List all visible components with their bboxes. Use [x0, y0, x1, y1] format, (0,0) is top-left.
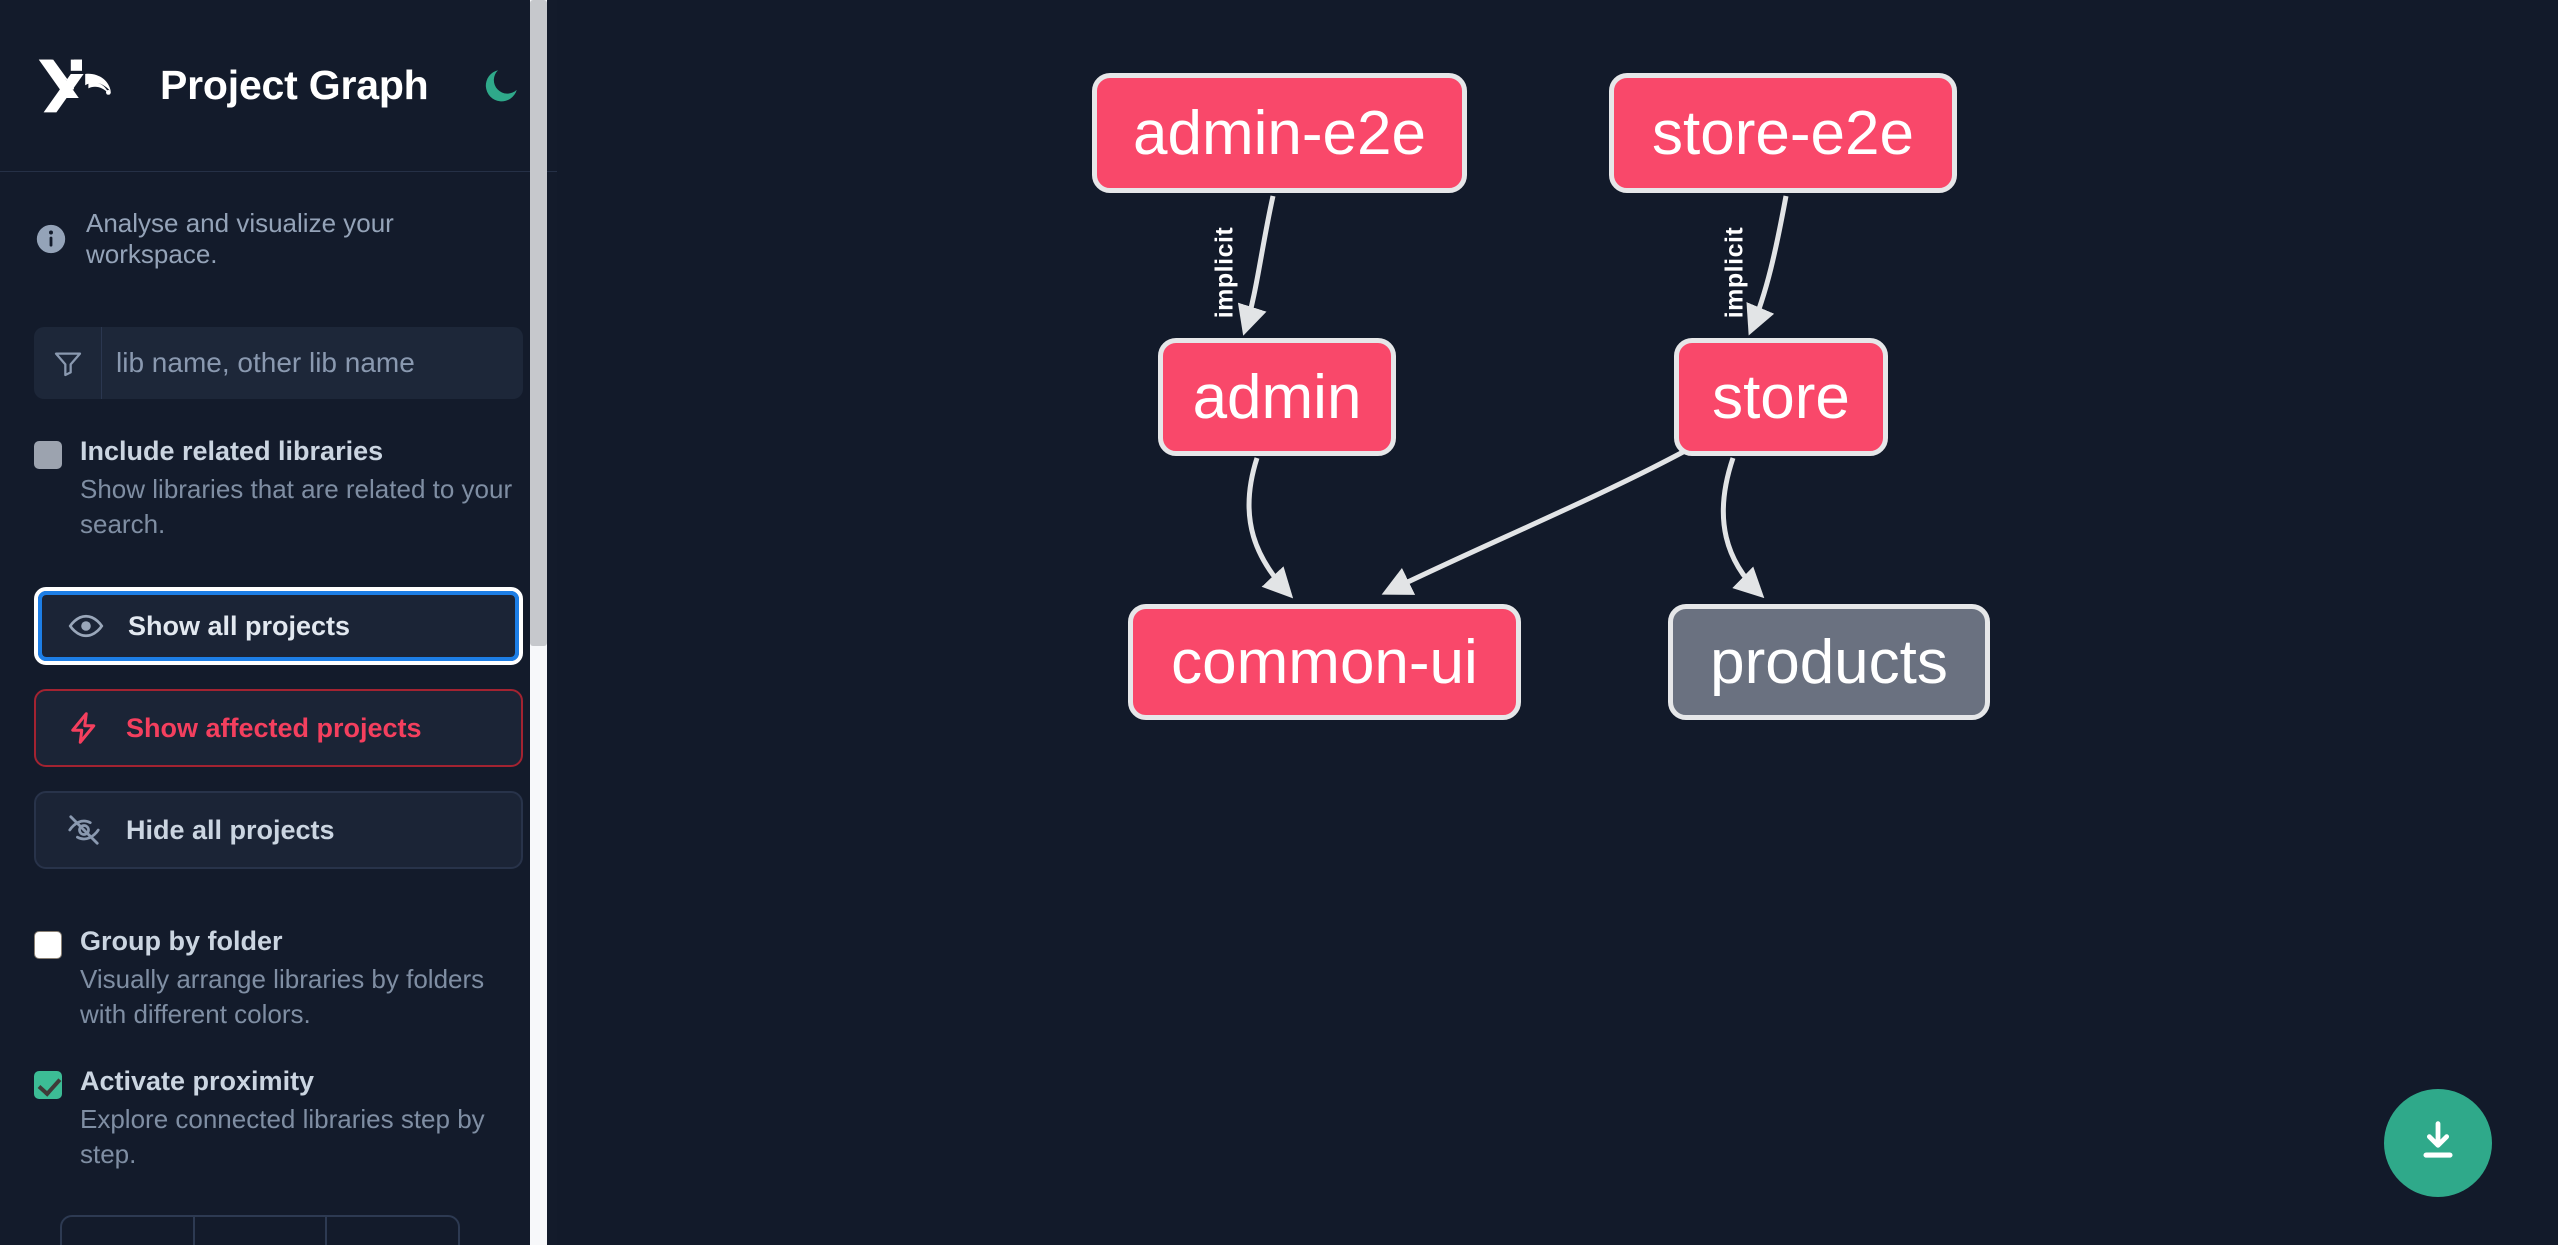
- graph-node-label: products: [1710, 627, 1948, 697]
- nx-logo-icon: [34, 50, 130, 122]
- option-description: Visually arrange libraries by folders wi…: [80, 964, 485, 1029]
- eye-off-icon: [64, 810, 104, 850]
- show-all-projects-button[interactable]: Show all projects: [34, 587, 523, 666]
- proximity-stepper-segment[interactable]: [62, 1217, 195, 1245]
- option-text-group: Group by folder Visually arrange librari…: [80, 925, 523, 1031]
- graph-node-store[interactable]: store: [1674, 338, 1888, 456]
- edge-admin-common-ui: [1246, 457, 1294, 599]
- option-text-group: Include related libraries Show libraries…: [80, 435, 523, 541]
- graph-edges: [1237, 195, 1789, 599]
- sidebar-header: Project Graph: [0, 0, 557, 172]
- app-title: Project Graph: [160, 62, 429, 108]
- graph-node-common-ui[interactable]: common-ui: [1128, 604, 1521, 720]
- graph-node-store-e2e[interactable]: store-e2e: [1609, 73, 1957, 193]
- sidebar-scrollbar-thumb[interactable]: [530, 0, 547, 646]
- option-include-related-libraries[interactable]: Include related libraries Show libraries…: [0, 435, 557, 541]
- option-label: Activate proximity: [80, 1066, 315, 1097]
- option-text-group: Activate proximity Explore connected lib…: [80, 1065, 523, 1171]
- graph-node-admin[interactable]: admin: [1158, 338, 1396, 456]
- graph-node-label: admin: [1192, 362, 1362, 432]
- graph-node-label: admin-e2e: [1133, 98, 1426, 168]
- hide-all-projects-button[interactable]: Hide all projects: [34, 791, 523, 870]
- download-icon: [2412, 1115, 2464, 1172]
- option-description: Show libraries that are related to your …: [80, 474, 513, 539]
- option-label: Group by folder: [80, 926, 283, 957]
- show-affected-projects-button[interactable]: Show affected projects: [34, 689, 523, 768]
- download-graph-button[interactable]: [2384, 1089, 2492, 1197]
- moon-icon[interactable]: [479, 63, 523, 109]
- proximity-stepper-group[interactable]: [60, 1215, 460, 1245]
- graph-node-admin-e2e[interactable]: admin-e2e: [1092, 73, 1467, 193]
- option-group-by-folder[interactable]: Group by folder Visually arrange librari…: [0, 925, 557, 1031]
- option-activate-proximity[interactable]: Activate proximity Explore connected lib…: [0, 1065, 557, 1171]
- option-label: Include related libraries: [80, 436, 384, 467]
- edge-label-implicit-admin: implicit: [1210, 226, 1239, 319]
- edge-label-implicit-store: implicit: [1720, 226, 1749, 319]
- edge-admin-e2e-admin: [1237, 195, 1276, 336]
- hide-all-projects-label: Hide all projects: [126, 814, 335, 845]
- filter-funnel-icon: [34, 327, 102, 400]
- info-icon: [34, 222, 68, 256]
- show-all-projects-label: Show all projects: [128, 610, 351, 641]
- filter-field[interactable]: [34, 327, 523, 400]
- graph-node-label: store: [1712, 362, 1850, 432]
- edge-store-common-ui: [1381, 449, 1685, 595]
- edge-store-products: [1720, 457, 1765, 599]
- show-affected-projects-label: Show affected projects: [126, 712, 422, 743]
- lightning-bolt-icon: [64, 708, 104, 748]
- activate-proximity-checkbox[interactable]: [34, 1071, 62, 1100]
- proximity-stepper-segment[interactable]: [195, 1217, 328, 1245]
- graph-node-products[interactable]: products: [1668, 604, 1990, 720]
- group-by-folder-checkbox[interactable]: [34, 931, 62, 960]
- sidebar: Project Graph Analyse and visualize your…: [0, 0, 557, 1245]
- include-related-libraries-checkbox[interactable]: [34, 441, 62, 470]
- graph-canvas[interactable]: admin-e2e store-e2e admin store common-u…: [557, 0, 2558, 1245]
- proximity-stepper-segment[interactable]: [327, 1217, 458, 1245]
- graph-node-label: store-e2e: [1652, 98, 1914, 168]
- sidebar-subtitle: Analyse and visualize your workspace.: [0, 172, 557, 270]
- edge-store-e2e-store: [1746, 195, 1789, 336]
- option-description: Explore connected libraries step by step…: [80, 1103, 485, 1169]
- search-input[interactable]: [102, 327, 523, 400]
- eye-icon: [66, 606, 106, 646]
- sidebar-subtitle-text: Analyse and visualize your workspace.: [86, 208, 394, 270]
- graph-node-label: common-ui: [1171, 627, 1478, 697]
